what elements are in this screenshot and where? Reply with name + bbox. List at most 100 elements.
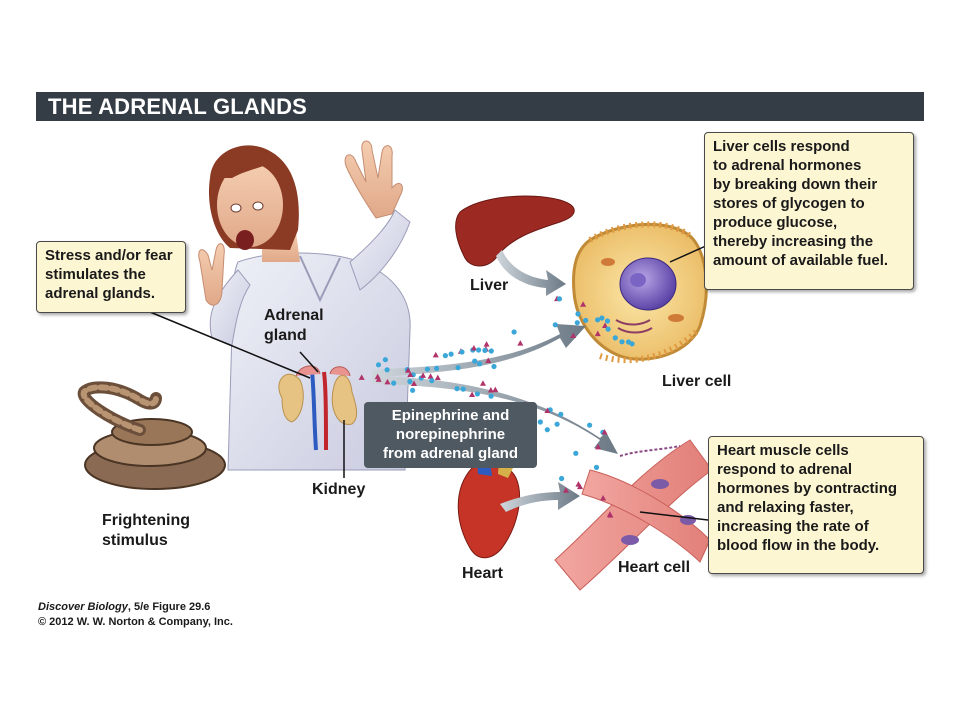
callout-line: produce glucose, [713,214,838,231]
epinephrine-molecule [454,386,460,392]
liver-cell [572,221,708,364]
norepinephrine-molecule [405,367,412,373]
heart-cells-callout: Heart muscle cells respond to adrenal ho… [708,436,924,574]
norepinephrine-molecule [487,387,494,393]
epinephrine-molecule [459,349,465,355]
callout-line: amount of available fuel. [713,252,889,269]
snake [77,381,226,490]
callout-line: and relaxing faster, [717,499,854,516]
heart-muscle-cells [554,439,713,591]
callout-line: stimulates the [45,266,146,283]
epinephrine-molecule [384,367,390,373]
credit-figure-ref: , 5/e Figure 29.6 [127,601,211,613]
epinephrine-molecule [587,422,593,428]
epinephrine-molecule [474,391,480,397]
epinephrine-molecule [605,326,611,332]
callout-line: respond to adrenal [717,461,853,478]
norepinephrine-molecule [470,345,477,351]
credit-line-1: Discover Biology, 5/e Figure 29.6 [38,600,233,615]
epinephrine-molecule [482,347,488,353]
epinephrine-molecule [442,353,448,359]
epinephrine-molecule [554,421,560,427]
hormone-line: Epinephrine and [391,407,510,424]
callout-line: blood flow in the body. [717,537,880,554]
norepinephrine-molecule [469,391,476,398]
liver-label: Liver [470,277,509,294]
epinephrine-molecule [619,339,625,345]
norepinephrine-molecule [483,341,490,347]
heart-label: Heart [462,565,503,582]
label-line: Frightening [102,512,190,529]
epinephrine-molecule [595,317,601,323]
liver-cells-callout: Liver cells respond to adrenal hormones … [704,132,914,290]
norepinephrine-molecule [577,483,584,490]
callout-leader-lines [149,244,709,521]
norepinephrine-molecule [594,330,601,337]
page-title: THE ADRENAL GLANDS [48,94,308,119]
norepinephrine-molecule [375,376,382,382]
epinephrine-molecule [477,361,483,367]
callout-line: Liver cells respond [713,138,850,155]
epinephrine-molecule [391,380,397,386]
hormone-line: norepinephrine [395,426,506,443]
epinephrine-molecule [604,318,611,324]
callout-line: adrenal glands. [45,285,156,302]
epinephrine-molecule [612,335,618,341]
epinephrine-molecule [460,386,466,392]
epinephrine-molecule [448,351,454,357]
epinephrine-molecule [410,387,416,393]
label-line: gland [264,327,307,344]
frightened-woman [198,140,411,471]
norepinephrine-molecule [407,371,414,378]
norepinephrine-molecule [544,407,551,414]
epinephrine-molecule [558,411,564,417]
norepinephrine-molecule [492,386,499,393]
label-line: stimulus [102,532,168,549]
epinephrine-molecule [424,366,430,372]
label-line: Adrenal [264,307,324,324]
epinephrine-molecule [559,475,565,482]
adrenal-gland-label: Adrenal gland [264,306,324,346]
epinephrine-molecule [434,365,440,371]
credit-book-title: Discover Biology [38,601,128,613]
callout-line: hormones by contracting [717,480,898,497]
callout-line: increasing the rate of [717,518,869,535]
norepinephrine-molecule [420,372,427,378]
callout-line: to adrenal hormones [713,157,862,174]
title-banner: THE ADRENAL GLANDS [36,92,924,121]
norepinephrine-molecule [570,332,577,338]
epinephrine-molecule [573,450,579,456]
epinephrine-molecule [429,378,435,384]
norepinephrine-molecule [384,378,391,385]
callout-line: Heart muscle cells [717,442,849,459]
epinephrine-molecule [476,347,482,353]
epinephrine-molecule [407,378,413,385]
figure-credit: Discover Biology, 5/e Figure 29.6 © 2012… [38,600,233,630]
liver-organ [455,195,575,267]
norepinephrine-molecule [517,340,524,346]
callout-line: by breaking down their [713,176,878,193]
epinephrine-molecule [375,362,382,368]
norepinephrine-molecule [595,443,602,450]
norepinephrine-molecule [602,322,609,328]
epinephrine-molecule [556,296,563,302]
epinephrine-molecule [455,365,461,371]
credit-line-2: © 2012 W. W. Norton & Company, Inc. [38,616,233,628]
norepinephrine-molecule [479,380,486,386]
frightening-stimulus-label: Frightening stimulus [102,511,190,551]
norepinephrine-molecule [580,301,587,307]
epinephrine-molecule [511,329,517,335]
norepinephrine-molecule [358,374,365,380]
heart-cell-label: Heart cell [618,559,691,576]
liver-cell-label: Liver cell [662,373,732,390]
norepinephrine-molecule [600,495,607,501]
epinephrine-molecule [488,348,494,354]
callout-line: stores of glycogen to [713,195,865,212]
epinephrine-molecule [575,311,581,317]
epinephrine-molecule [625,339,632,345]
norepinephrine-molecule [601,428,608,435]
norepinephrine-molecule [485,357,492,364]
epinephrine-molecule [593,464,600,470]
norepinephrine-molecule [606,511,613,517]
